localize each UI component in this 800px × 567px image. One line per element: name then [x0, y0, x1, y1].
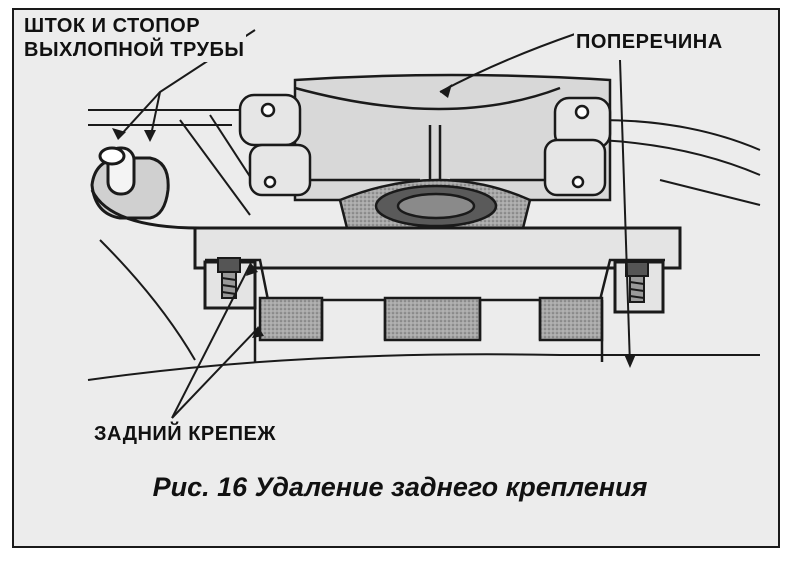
arrow-heads [112, 84, 636, 368]
label-crossmember: ПОПЕРЕЧИНА [574, 30, 725, 54]
rear-mount-bolts [217, 257, 649, 303]
label-exhaust-rod-line1: ШТОК И СТОПОР [24, 15, 201, 37]
transmission-housing [238, 73, 612, 202]
exhaust-rod-stopper [90, 146, 265, 361]
label-rear-mount: ЗАДНИЙ КРЕПЕЖ [92, 422, 278, 446]
vehicle-body-lines [87, 109, 761, 381]
lower-rubber-blocks [253, 296, 604, 362]
label-exhaust-rod-stopper: ШТОК И СТОПОР ВЫХЛОПНОЙ ТРУБЫ [22, 14, 247, 62]
label-exhaust-rod-line2: ВЫХЛОПНОЙ ТРУБЫ [24, 39, 245, 61]
figure-caption: Рис. 16 Удаление заднего крепления [152, 472, 648, 502]
